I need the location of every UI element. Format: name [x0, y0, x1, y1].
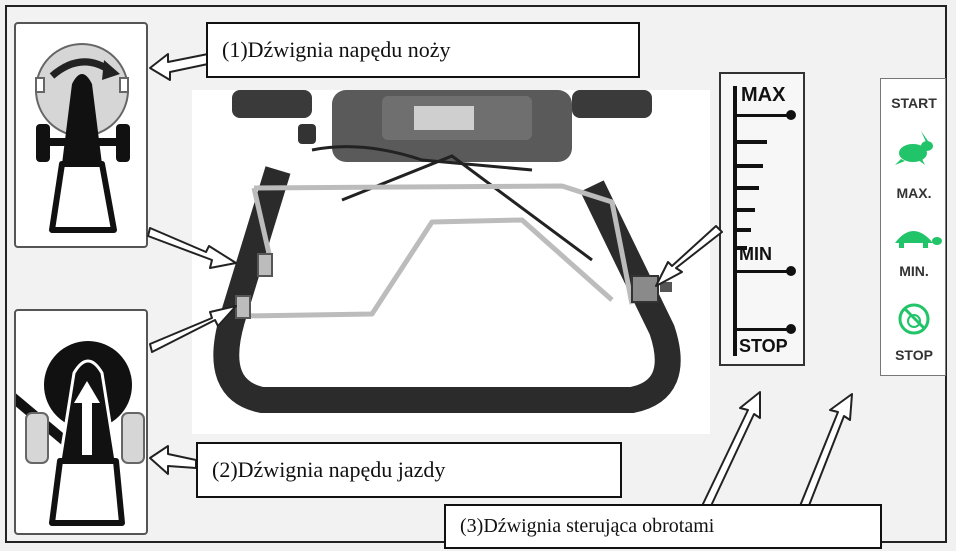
throttle-scale-graphic: [733, 86, 796, 356]
throttle-status-panel: START MAX. MIN. STOP: [880, 78, 946, 376]
drive-icon-panel: [14, 309, 148, 535]
arrow-scale-to-lever: [655, 225, 723, 287]
drive-lever-callout: (2)Dźwignia napędu jazdy: [196, 442, 622, 498]
blade-lever-callout-text: (1)Dźwignia napędu noży: [222, 37, 451, 62]
handle-photo: [192, 90, 710, 434]
arrow-blade-icon-to-lever: [147, 227, 237, 269]
status-min-label: MIN.: [899, 263, 929, 279]
arrow-drive-label-to-icon: [149, 445, 197, 475]
arrow-blade-to-icon: [149, 53, 209, 81]
turtle-slow-icon: [895, 231, 942, 248]
blade-lever-callout: (1)Dźwignia napędu noży: [206, 22, 640, 78]
rabbit-fast-icon: [895, 131, 933, 165]
throttle-lever-callout-text: (3)Dźwignia sterująca obrotami: [460, 515, 715, 537]
drive-engagement-icon: [16, 341, 145, 526]
status-start-label: START: [891, 95, 937, 111]
status-max-label: MAX.: [896, 185, 932, 201]
mower-handle-illustration: [213, 90, 681, 413]
arrow-callout-to-scale: [701, 391, 761, 509]
scale-min-label: MIN: [739, 244, 772, 264]
status-stop-label: STOP: [895, 347, 933, 363]
blade-icon-panel: [14, 22, 148, 248]
arrow-drive-icon-to-lever: [149, 305, 237, 353]
scale-max-label: MAX: [741, 84, 786, 106]
arrow-callout-to-status: [799, 393, 853, 509]
throttle-lever-callout: (3)Dźwignia sterująca obrotami: [444, 504, 882, 549]
throttle-scale-panel: MAX MIN STOP: [719, 72, 805, 366]
blade-engagement-icon: [35, 43, 130, 233]
engine-stop-icon: [898, 303, 930, 335]
drive-lever-callout-text: (2)Dźwignia napędu jazdy: [212, 457, 446, 482]
scale-stop-label: STOP: [739, 336, 788, 356]
